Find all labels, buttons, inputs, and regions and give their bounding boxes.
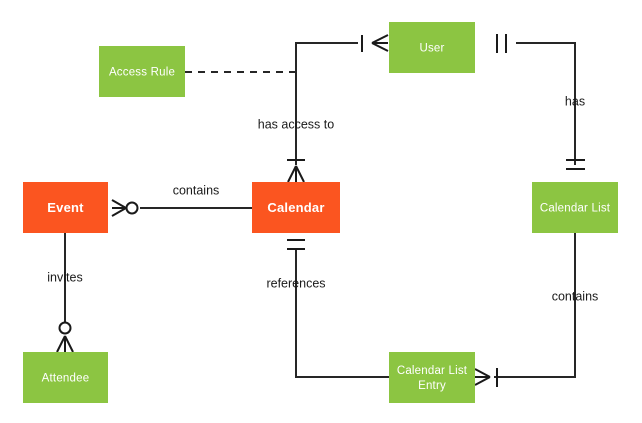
link-contains-list-entry[interactable] bbox=[494, 233, 576, 378]
entity-calendar-list-box[interactable] bbox=[532, 182, 618, 233]
marker-exactly-one-user-right bbox=[496, 34, 507, 53]
entity-event[interactable]: Event bbox=[23, 182, 108, 233]
marker-zero-or-many-event bbox=[111, 199, 139, 217]
marker-zero-or-many-attendee-top bbox=[56, 321, 74, 353]
entity-calendar-list-entry-box[interactable] bbox=[389, 352, 475, 403]
link-references[interactable] bbox=[295, 250, 389, 378]
entity-calendar-list-entry-label-line1: Calendar List bbox=[397, 365, 468, 377]
rel-label-references: references bbox=[266, 276, 325, 290]
marker-exactly-one-calendar-bottom bbox=[287, 239, 305, 250]
entity-user[interactable]: User bbox=[389, 22, 475, 73]
entity-user-box[interactable] bbox=[389, 22, 475, 73]
entity-event-box[interactable] bbox=[23, 182, 108, 233]
entity-calendar-box[interactable] bbox=[252, 182, 340, 233]
entity-attendee[interactable]: Attendee bbox=[23, 352, 108, 403]
entity-calendar-list-label: Calendar List bbox=[540, 203, 611, 215]
entities: Access Rule User Event Calendar Calendar… bbox=[23, 22, 618, 403]
entity-calendar-list-entry[interactable]: Calendar List Entry bbox=[389, 352, 475, 403]
entity-calendar-label: Calendar bbox=[267, 200, 324, 215]
rel-label-has: has bbox=[565, 94, 585, 108]
relationship-labels: has access to contains invites reference… bbox=[47, 94, 598, 303]
rel-label-invites: invites bbox=[47, 270, 82, 284]
marker-one-or-many-calendar-top bbox=[287, 159, 305, 183]
entity-access-rule-label: Access Rule bbox=[109, 67, 175, 79]
connector-lines bbox=[64, 42, 576, 378]
rel-label-contains-event-calendar: contains bbox=[173, 183, 220, 197]
entity-calendar-list-entry-label-line2: Entry bbox=[418, 380, 446, 392]
entity-calendar-list[interactable]: Calendar List bbox=[532, 182, 618, 233]
entity-user-label: User bbox=[419, 43, 444, 55]
link-has-access-to[interactable] bbox=[295, 42, 358, 165]
link-has[interactable] bbox=[516, 42, 576, 165]
marker-one-or-many-user-left bbox=[361, 34, 389, 52]
entity-attendee-label: Attendee bbox=[42, 373, 90, 385]
entity-calendar[interactable]: Calendar bbox=[252, 182, 340, 233]
marker-exactly-one-calendar-list-top bbox=[566, 159, 585, 170]
cardinality-markers bbox=[56, 34, 585, 387]
entity-access-rule[interactable]: Access Rule bbox=[99, 46, 185, 97]
rel-label-contains-list-entry: contains bbox=[552, 289, 599, 303]
entity-event-label: Event bbox=[47, 200, 84, 215]
entity-access-rule-box[interactable] bbox=[99, 46, 185, 97]
marker-one-or-many-list-entry-right bbox=[474, 368, 498, 387]
entity-attendee-box[interactable] bbox=[23, 352, 108, 403]
rel-label-has-access-to: has access to bbox=[258, 117, 334, 131]
